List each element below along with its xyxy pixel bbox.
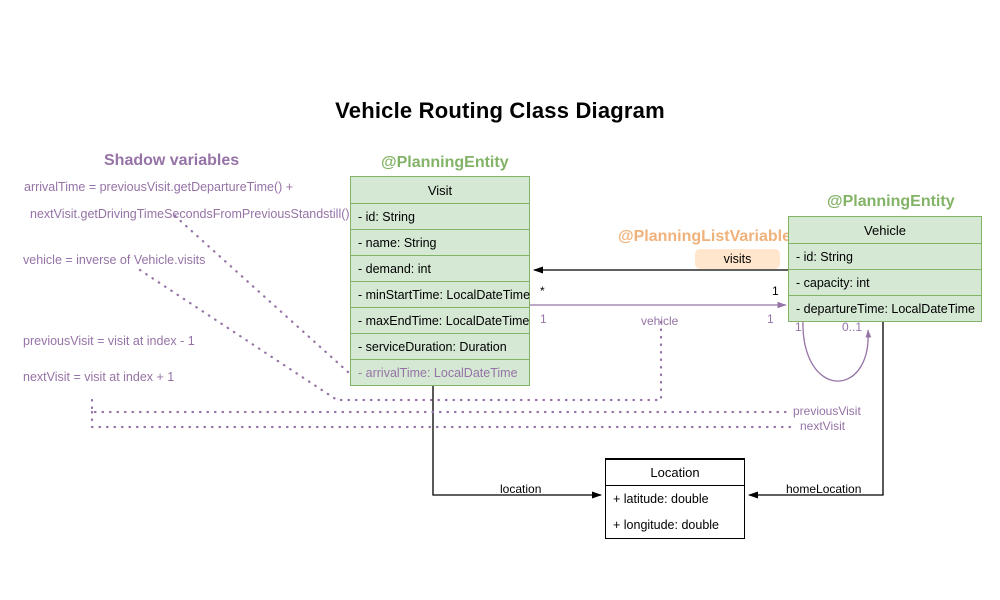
class-name-vehicle: Vehicle — [864, 222, 906, 238]
edge-label-nextvisit: nextVisit — [800, 419, 846, 433]
multiplicity-vehicle-target: 1 — [767, 312, 774, 326]
edge-shadow-previousvisit — [90, 398, 792, 414]
class-box-vehicle[interactable]: Vehicle - id: String - capacity: int - d… — [788, 216, 982, 322]
edge-label-previousvisit: previousVisit — [793, 404, 861, 418]
shadow-variables-heading: Shadow variables — [104, 152, 240, 169]
attribute-row: - minStartTime: LocalDateTime — [351, 281, 530, 307]
edge-shadow-nextvisit — [90, 410, 799, 429]
attribute-row: + longitude: double — [613, 518, 719, 532]
shadow-note-previousvisit: previousVisit = visit at index - 1 — [23, 334, 195, 348]
association-badge-visits: visits — [695, 249, 780, 269]
class-box-location[interactable]: Location + latitude: double + longitude:… — [605, 458, 745, 539]
planning-entity-visit-heading: @PlanningEntity — [381, 154, 509, 171]
planning-list-variable-heading: @PlanningListVariable — [618, 228, 791, 245]
attribute-row: - departureTime: LocalDateTime — [789, 295, 981, 321]
shadow-note-arrivaltime-line2: nextVisit.getDrivingTimeSecondsFromPrevi… — [30, 207, 350, 221]
attribute-row: - maxEndTime: LocalDateTime — [351, 307, 529, 333]
edge-label-homelocation: homeLocation — [786, 482, 862, 496]
attribute-row: - serviceDuration: Duration — [351, 333, 529, 359]
page-title: Vehicle Routing Class Diagram — [335, 98, 665, 123]
planning-entity-vehicle-heading: @PlanningEntity — [827, 193, 955, 210]
attribute-row: - id: String — [351, 203, 529, 229]
attribute-row: + latitude: double — [606, 485, 744, 512]
class-name-location: Location — [606, 459, 744, 485]
class-name-visit: Visit — [427, 182, 453, 198]
attribute-row: - name: String — [351, 229, 529, 255]
shadow-note-arrivaltime-line1: arrivalTime = previousVisit.getDeparture… — [24, 180, 294, 194]
multiplicity-visits-source: * — [540, 284, 545, 298]
edge-shadow-arrivaltime — [173, 214, 350, 374]
attribute-row: - demand: int — [351, 255, 529, 281]
edge-label-location: location — [500, 482, 542, 496]
shadow-note-nextvisit: nextVisit = visit at index + 1 — [23, 370, 175, 384]
class-box-visit[interactable]: Visit - id: String - name: String - dema… — [350, 176, 530, 386]
multiplicity-loop-source: 1 — [795, 320, 802, 334]
multiplicity-loop-target: 0..1 — [842, 320, 863, 334]
attribute-row: - id: String — [789, 243, 981, 269]
edge-label-vehicle: vehicle — [641, 314, 679, 328]
attribute-row: - capacity: int — [789, 269, 981, 295]
edge-visit-location — [432, 383, 602, 499]
shadow-note-vehicle: vehicle = inverse of Vehicle.visits — [23, 253, 206, 267]
multiplicity-vehicle-source: 1 — [540, 312, 547, 326]
attribute-row-shadow: - arrivalTime: LocalDateTime — [351, 359, 529, 385]
multiplicity-visits-target: 1 — [772, 284, 779, 298]
